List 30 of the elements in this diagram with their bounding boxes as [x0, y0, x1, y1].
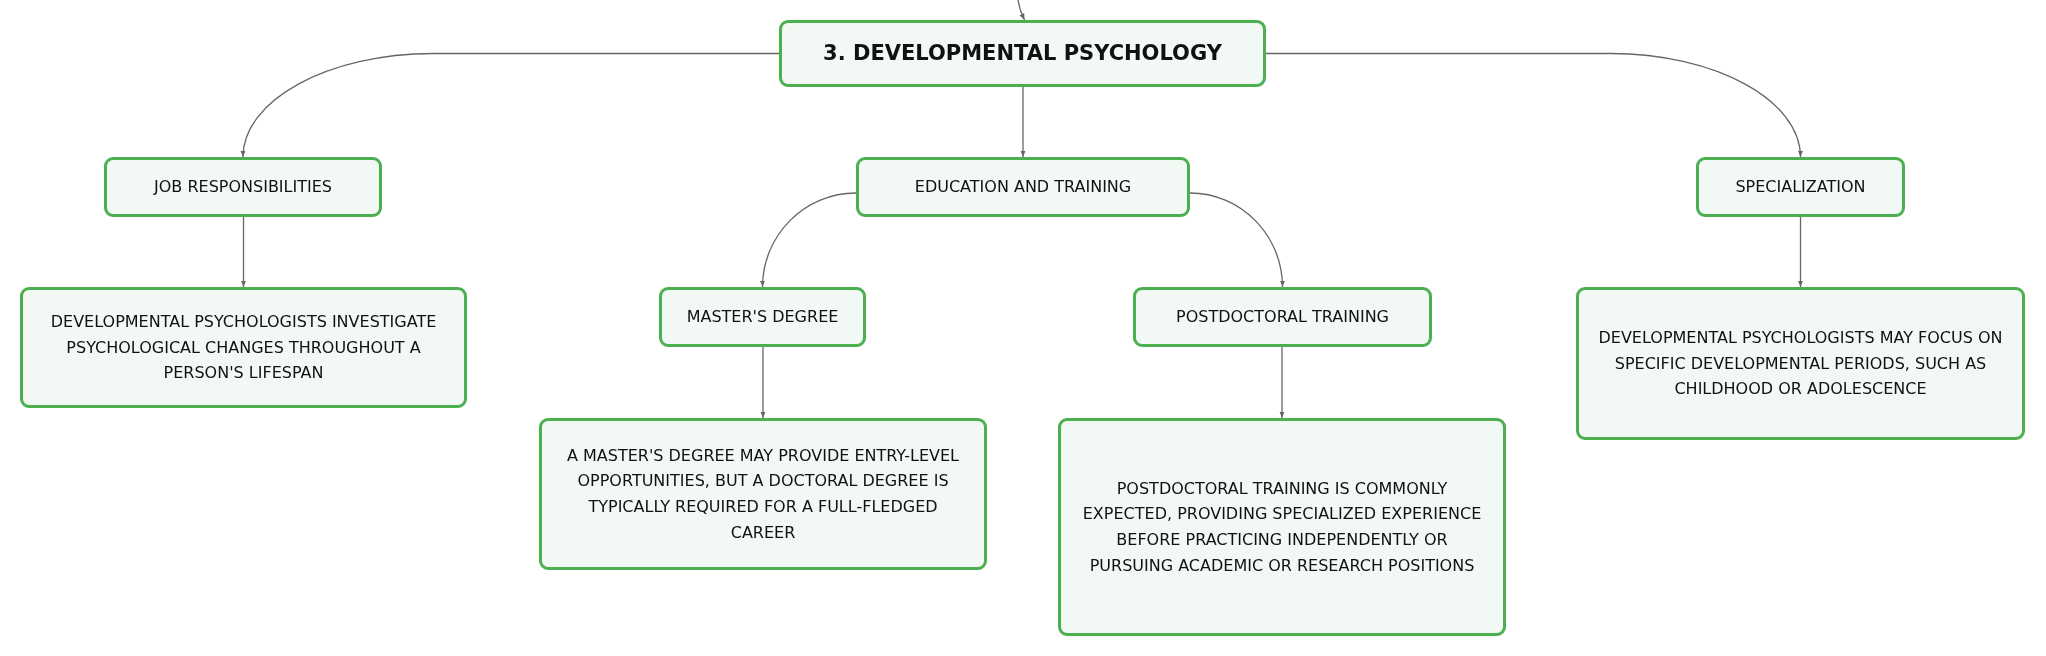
connector-arrow — [1189, 192, 1285, 288]
concept-box — [856, 157, 1190, 217]
concept-text: DEVELOPMENTAL PSYCHOLOGISTS MAY FOCUS ON SPECIFIC DEVELOPMENTAL PERIODS, SUCH AS CHILDHOOD OR ADOLESCENCE — [1597, 327, 2004, 401]
concept-text: DEVELOPMENTAL PSYCHOLOGISTS INVESTIGATE PSYCHOLOGICAL CHANGES THROUGHOUT A PERSON'S LIFESPAN — [49, 311, 438, 385]
connector-arrow — [1017, 0, 1026, 21]
concept-box — [1058, 418, 1506, 636]
concept-text: SPECIALIZATION — [1735, 176, 1866, 199]
concept-box — [104, 157, 382, 217]
concept-box — [659, 287, 866, 347]
connector-arrow — [1279, 346, 1285, 419]
concept-box — [20, 287, 467, 408]
concept-box — [1696, 157, 1905, 217]
topic-title: 3. DEVELOPMENTAL PSYCHOLOGY — [823, 39, 1222, 67]
concept-box — [539, 418, 987, 570]
concept-box — [1133, 287, 1432, 347]
concept-text: POSTDOCTORAL TRAINING — [1176, 306, 1389, 329]
connector-arrow — [760, 346, 766, 419]
connector-arrow — [760, 192, 857, 288]
concept-text: JOB RESPONSIBILITIES — [154, 176, 332, 199]
concept-text: MASTER'S DEGREE — [686, 306, 839, 329]
connector-arrow — [241, 52, 780, 158]
concept-text: A MASTER'S DEGREE MAY PROVIDE ENTRY-LEVEL OPPORTUNITIES, BUT A DOCTORAL DEGREE IS TYPICALLY REQUIRED FOR A FULL-FLEDGED CAREER — [565, 444, 960, 544]
connector-arrow — [1265, 52, 1803, 158]
connector-arrow — [1020, 86, 1026, 158]
connector-arrow — [1797, 216, 1804, 288]
concept-text: POSTDOCTORAL TRAINING IS COMMONLY EXPECTED, PROVIDING SPECIALIZED EXPERIENCE BEFORE PRACTICING INDEPENDENTLY OR PURSUING ACADEMIC OR RESEARCH POSITIONS — [1081, 477, 1483, 577]
topic-box — [779, 20, 1266, 87]
connector-arrow — [240, 216, 247, 288]
concept-text: EDUCATION AND TRAINING — [914, 176, 1132, 199]
concept-box — [1576, 287, 2025, 440]
